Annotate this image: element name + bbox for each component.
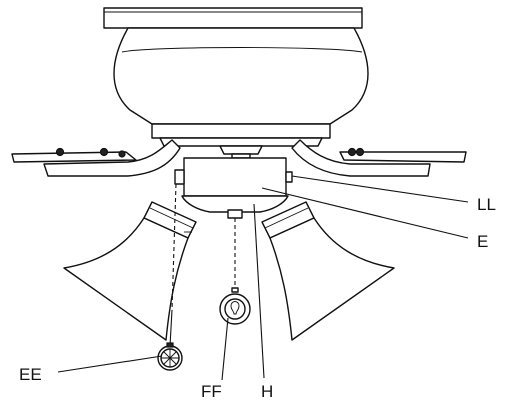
ee-pull-ornament: [157, 342, 183, 371]
leader-h: [253, 203, 265, 379]
right-blade-assembly: [291, 139, 467, 177]
leader-ff: [221, 317, 229, 381]
leader-ll: [291, 175, 469, 203]
label-ee: EE: [19, 365, 42, 384]
leader-ee: [57, 355, 163, 373]
leader-lines: [57, 175, 469, 381]
ff-pull-ornament: [219, 287, 251, 325]
center-pull-chain: [227, 209, 243, 290]
label-ll: LL: [477, 195, 496, 214]
left-blade-assembly: [11, 139, 181, 177]
label-h: H: [261, 382, 273, 401]
motor-housing: [103, 7, 369, 147]
right-glass-shade: [261, 201, 395, 341]
leader-e: [261, 187, 469, 239]
left-pull-chain: [169, 183, 177, 347]
label-ff: FF: [201, 382, 222, 401]
label-e: E: [477, 232, 488, 251]
center-nut: [219, 145, 263, 159]
switch-housing: [174, 157, 293, 213]
left-glass-shade: [63, 201, 197, 341]
